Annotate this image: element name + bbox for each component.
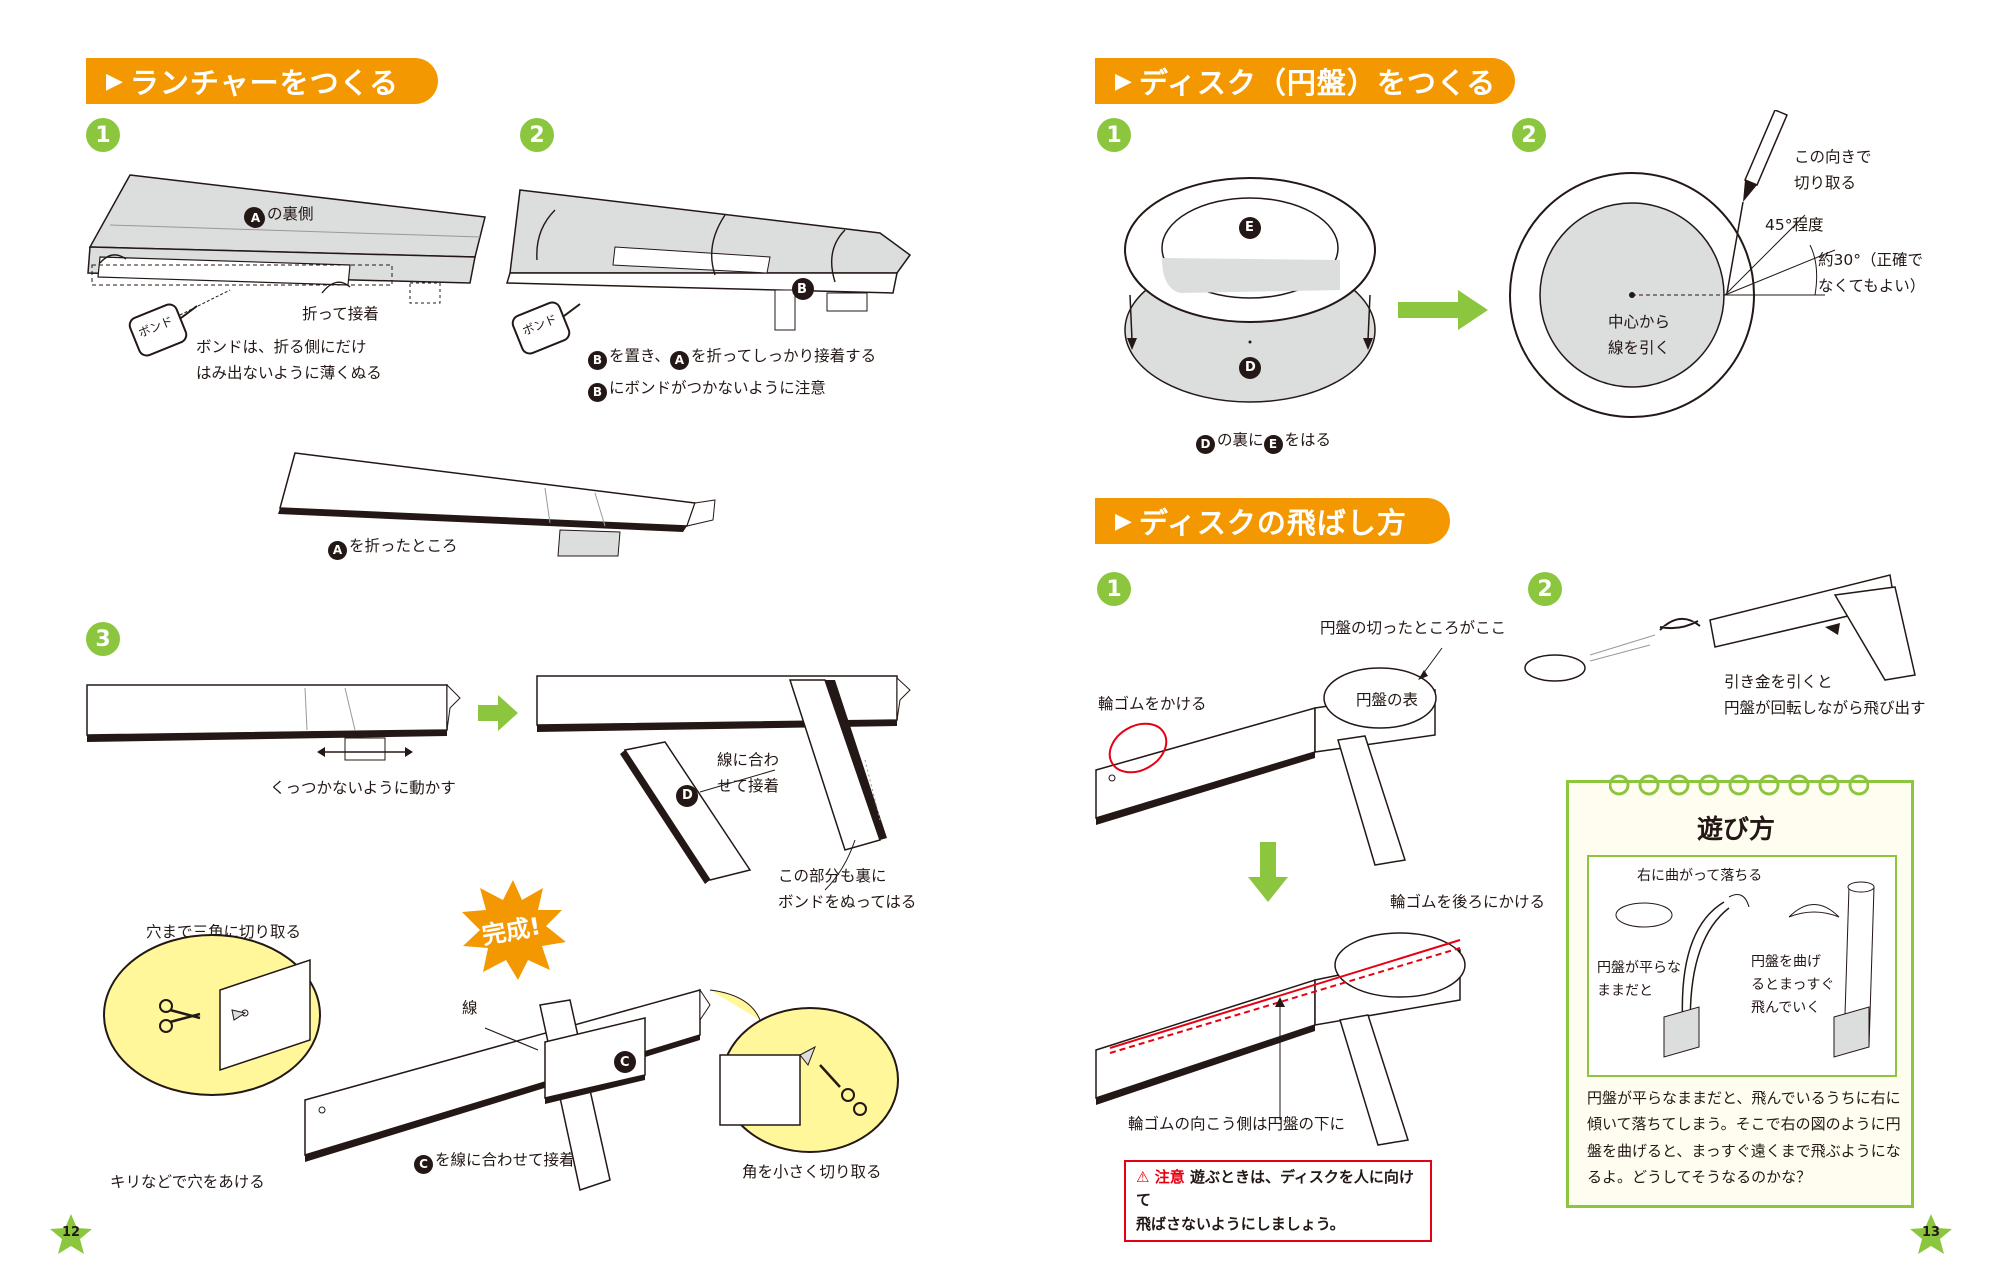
fly-step-2: 2: [1528, 572, 1562, 606]
page-number-text: 13: [1921, 1225, 1941, 1240]
play-diagram: [1615, 881, 1875, 1058]
step2-part-mark: B: [797, 282, 807, 297]
page-number-right: 13: [1908, 1212, 1954, 1258]
disk-step-arrow: [1398, 290, 1488, 330]
step3-align-label: 線に合わ せて接着: [717, 751, 780, 795]
part-mark-c: C: [414, 1155, 433, 1175]
curve-label: 右に曲がって落ちる: [1637, 868, 1763, 884]
caption-text: を線に合わせて接着: [435, 1151, 575, 1169]
corner-cut-label: 角を小さく切り取る: [742, 1163, 882, 1181]
step-number-2: 2: [520, 118, 554, 152]
bond-note: ボンドは、折る側にだけ はみ出ないように薄くぬる: [196, 338, 382, 382]
finished-part-mark: C: [620, 1055, 630, 1070]
page-number-text: 12: [61, 1225, 81, 1240]
step1-illustration: [87, 174, 486, 316]
spiral-binding-icon: [1609, 774, 1869, 796]
section-header-launcher: ▶ランチャーをつくる: [86, 58, 438, 104]
fly-launch-illustration: [1524, 574, 1916, 682]
section-header-text: ディスクの飛ばし方: [1138, 506, 1407, 540]
caution-text: 遊ぶときは、ディスクを人に向けて 飛ばさないようにしましょう。: [1136, 1168, 1414, 1233]
bent-label: 円盤を曲げ るとまっすぐ 飛んでいく: [1751, 954, 1835, 1017]
bond-bottle-icon: [128, 303, 198, 357]
page-number-left: 12: [48, 1212, 94, 1258]
zoom-bubble-left: [103, 934, 321, 1096]
part-mark-a: A: [328, 541, 347, 561]
complete-badge: [462, 880, 566, 980]
rubber-label: 輪ゴムをかける: [1098, 695, 1207, 713]
angle-30-label: 約30°（正確で なくてもよい）: [1818, 251, 1926, 295]
section-header-text: ランチャーをつくる: [129, 66, 400, 100]
step3-arrow: [478, 695, 518, 731]
play-body: 円盤が平らなままだと、飛んでいるうちに右に 傾いて落ちてしまう。そこで右の図のよ…: [1587, 1089, 1901, 1186]
caption-text: の裏に: [1217, 431, 1264, 449]
section-header-disk: ▶ディスク（円盤）をつくる: [1095, 58, 1515, 104]
section-header-text: ディスク（円盤）をつくる: [1138, 66, 1497, 100]
step3-move-label: くっつかないように動かす: [270, 779, 456, 797]
hole-label: キリなどで穴をあける: [110, 1173, 265, 1191]
cut-triangle-label: 穴まで三角に切り取る: [146, 923, 302, 941]
disk-step-1: 1: [1097, 118, 1131, 152]
disk-cut-illustration: [1509, 110, 1836, 418]
disk-mark-d: D: [1245, 360, 1256, 375]
disk-step-2: 2: [1512, 118, 1546, 152]
part-mark-b: B: [588, 383, 607, 403]
disk-face-label: 円盤の表: [1356, 691, 1419, 709]
caption-text: を置き、: [609, 347, 670, 365]
trigger-label: 引き金を引くと 円盤が回転しながら飛び出す: [1724, 673, 1926, 717]
caption-text: にボンドがつかないように注意: [609, 379, 826, 397]
warning-icon: ⚠: [1136, 1168, 1150, 1186]
play-title: 遊び方: [1697, 815, 1776, 845]
step2-illustration: [505, 189, 912, 331]
step3-illustration-b: [536, 675, 911, 891]
step-number-3: 3: [86, 622, 120, 656]
play-panel: 遊び方 右に曲がって落ちる 円盤が平らな ままだと 円盤を曲げ るとまっすぐ 飛…: [1566, 774, 1914, 1208]
step3-illustration-a: [86, 683, 461, 761]
caption-text: を折ったところ: [349, 537, 458, 555]
part-mark-b: B: [588, 351, 607, 371]
step3-glue-label: この部分も裏に ボンドをぬってはる: [778, 867, 917, 911]
caution-label: 注意: [1154, 1168, 1185, 1186]
rubber-under-label: 輪ゴムの向こう側は円盤の下に: [1128, 1115, 1346, 1133]
step3-part-mark: D: [682, 788, 693, 803]
down-arrow: [1248, 842, 1288, 902]
fly-setup-illustration: [1095, 647, 1443, 866]
caption-text: をはる: [1284, 431, 1332, 449]
zoom-bubble-right: [709, 989, 899, 1153]
disk-assembly-illustration: [1124, 177, 1376, 403]
bond-bottle-icon-2: [511, 301, 581, 355]
line-label: 線: [462, 999, 478, 1017]
folded-result-illustration: [278, 452, 716, 557]
step1-fold-label: 折って接着: [302, 305, 379, 323]
fly-ready-illustration: [1095, 932, 1466, 1146]
target-text: の裏側: [267, 205, 314, 223]
angle-45-label: 45°程度: [1765, 216, 1824, 234]
step-number-1: 1: [86, 118, 120, 152]
cut-here-label: 円盤の切ったところがここ: [1320, 619, 1507, 637]
caption-text: を折ってしっかり接着する: [690, 347, 877, 365]
fly-step-1: 1: [1097, 572, 1131, 606]
part-mark-a: A: [669, 351, 689, 371]
star-icon: [50, 1214, 92, 1254]
flat-label: 円盤が平らな ままだと: [1597, 960, 1681, 1000]
star-icon: [1910, 1214, 1952, 1254]
cut-direction-label: この向きで 切り取る: [1794, 148, 1872, 192]
part-mark-e: E: [1263, 435, 1283, 455]
finished-launcher-illustration: [304, 988, 711, 1191]
center-line-label: 中心から 線を引く: [1608, 313, 1671, 357]
section-header-fly: ▶ディスクの飛ばし方: [1095, 498, 1450, 544]
rubber-back-label: 輪ゴムを後ろにかける: [1390, 893, 1546, 911]
part-mark-a: A: [246, 209, 265, 229]
part-mark-d: D: [1196, 435, 1215, 455]
caution-box: ⚠ 注意 遊ぶときは、ディスクを人に向けて 飛ばさないようにしましょう。: [1124, 1160, 1432, 1242]
disk-mark-e: E: [1245, 220, 1254, 235]
